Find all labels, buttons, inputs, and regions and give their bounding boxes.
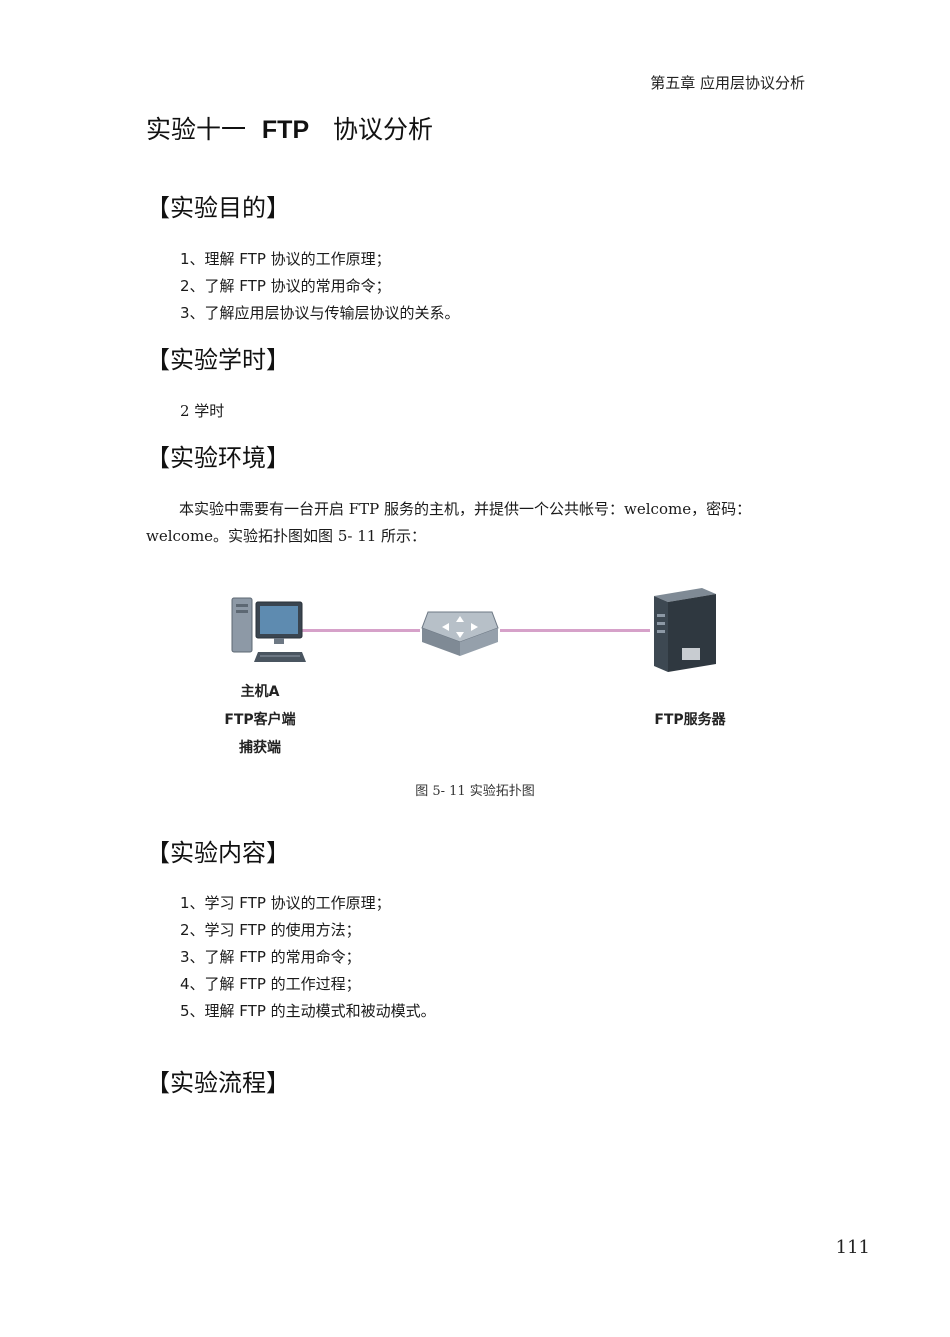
list-item: 3、了解应用层协议与传输层协议的关系。 [180, 304, 460, 322]
router-icon [421, 611, 499, 656]
title-ftp: FTP [261, 116, 310, 144]
list-item: 4、了解 FTP 的工作过程； [180, 975, 361, 993]
list-item: 1、理解 FTP 协议的工作原理； [180, 250, 391, 268]
list-item: 3、了解 FTP 的常用命令； [180, 948, 361, 966]
content-list: 1、学习 FTP 协议的工作原理； 2、学习 FTP 的使用方法； 3、了解 F… [180, 890, 436, 1025]
title-suffix: 协议分析 [309, 115, 433, 144]
section-heading-hours: 【实验学时】 [146, 346, 290, 374]
list-item: 5、理解 FTP 的主动模式和被动模式。 [180, 1002, 436, 1020]
host-label-line: FTP客户端 [224, 712, 296, 728]
topology-figure: 主机A FTP客户端 捕获端 FTP服务器 [200, 580, 760, 770]
host-label-line: 主机A [240, 684, 280, 700]
title-prefix: 实验十一 [146, 115, 262, 144]
hours-text: 2 学时 [180, 402, 225, 420]
server-label: FTP服务器 [654, 712, 726, 728]
section-heading-purpose: 【实验目的】 [146, 194, 290, 222]
environment-paragraph: 本实验中需要有一台开启 FTP 服务的主机，并提供一个公共帐号：welcome，… [146, 500, 752, 545]
host-label-line: 捕获端 [239, 740, 281, 756]
computer-icon [231, 597, 306, 662]
server-icon [654, 588, 716, 672]
section-heading-content: 【实验内容】 [146, 839, 290, 867]
list-item: 2、学习 FTP 的使用方法； [180, 921, 361, 939]
figure-caption: 图 5- 11 实验拓扑图 [415, 784, 535, 799]
host-label: 主机A FTP客户端 捕获端 [210, 678, 310, 762]
link-switch-server [500, 629, 650, 632]
section-heading-flow: 【实验流程】 [146, 1069, 290, 1097]
experiment-title: 实验十一 FTP 协议分析 [146, 110, 433, 146]
list-item: 2、了解 FTP 协议的常用命令； [180, 277, 391, 295]
section-heading-environment: 【实验环境】 [146, 444, 290, 472]
link-host-switch [300, 629, 420, 632]
purpose-list: 1、理解 FTP 协议的工作原理； 2、了解 FTP 协议的常用命令； 3、了解… [180, 246, 460, 327]
page-number: 111 [835, 1237, 870, 1258]
list-item: 1、学习 FTP 协议的工作原理； [180, 894, 391, 912]
chapter-header: 第五章 应用层协议分析 [650, 74, 805, 92]
